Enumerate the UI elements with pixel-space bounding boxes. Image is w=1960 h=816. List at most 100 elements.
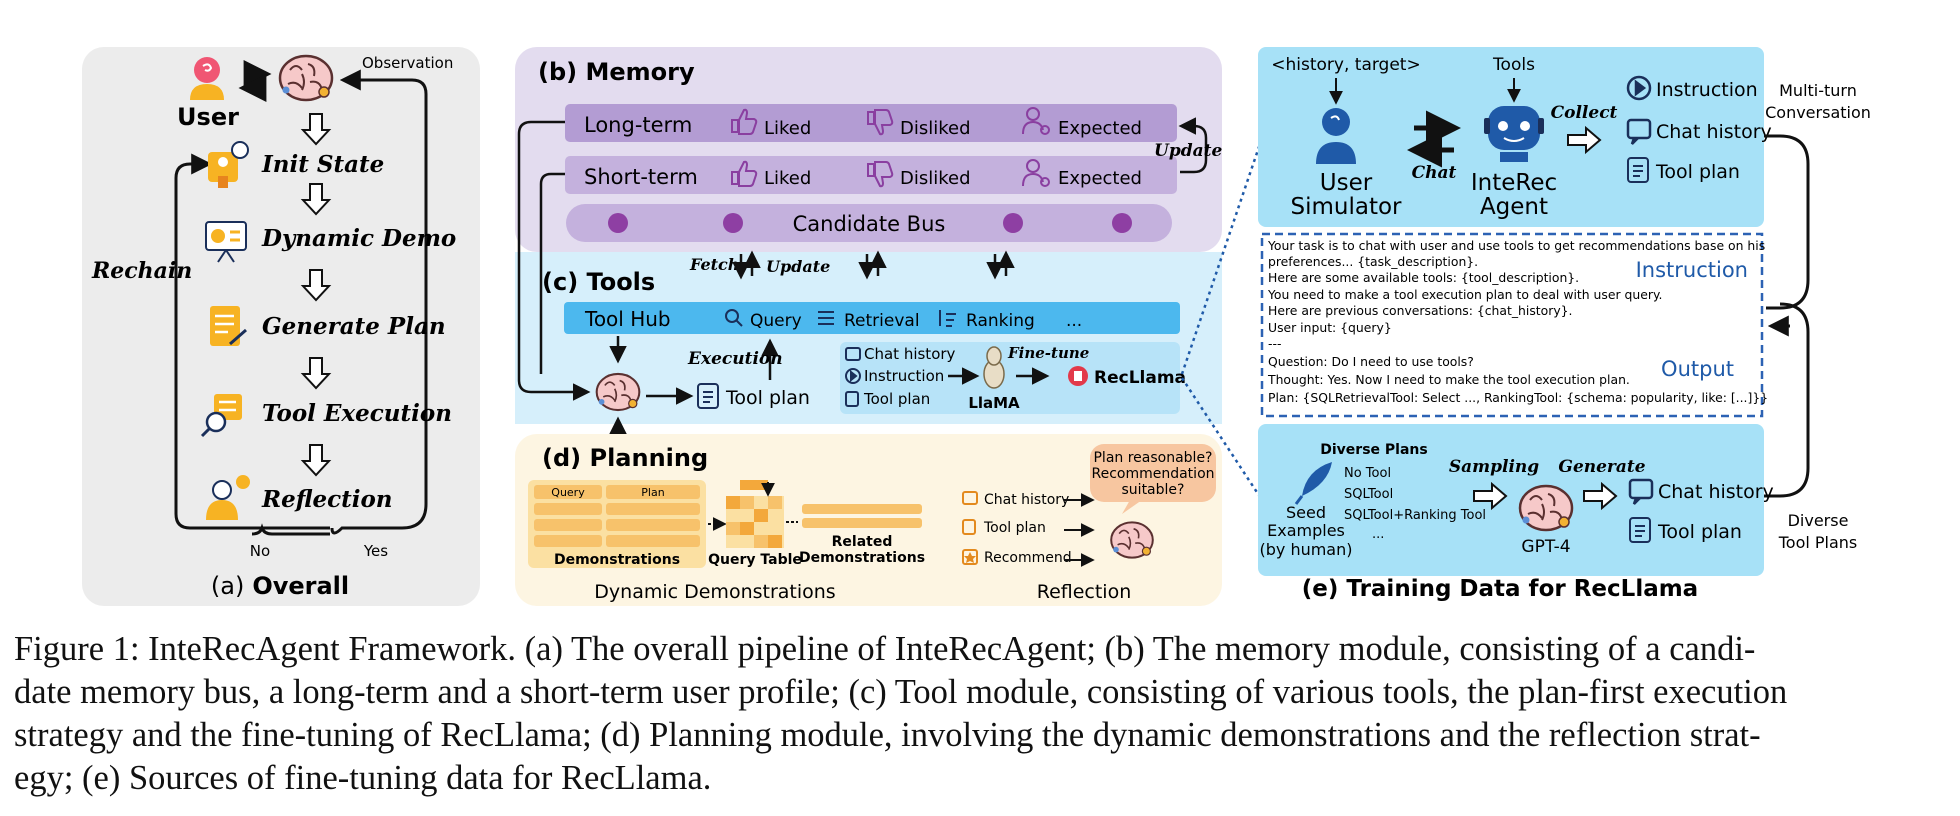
prompt-line: Here are some available tools: {tool_des… xyxy=(1268,270,1579,285)
prompt-line: Your task is to chat with user and use t… xyxy=(1267,238,1765,253)
step-dynamic-demo: Dynamic Demo xyxy=(261,225,456,252)
brain-icon xyxy=(595,372,641,412)
bus-dot xyxy=(723,213,743,233)
bubble-line-1: Plan reasonable? xyxy=(1093,450,1212,466)
prompt-line: You need to make a tool execution plan t… xyxy=(1267,287,1662,302)
related-demos xyxy=(802,504,922,528)
swap-arrows-icon xyxy=(238,60,272,102)
plan-chat-history: Chat history xyxy=(984,492,1069,508)
bus-dot xyxy=(1112,213,1132,233)
multi-turn-line-1: Multi-turn xyxy=(1779,81,1857,100)
brace-to-prompt-lower xyxy=(1764,302,1810,498)
agent-line-1: InteRec xyxy=(1471,170,1557,196)
brace-to-prompt xyxy=(1764,134,1810,310)
bus-dot xyxy=(608,213,628,233)
generate-label: Generate xyxy=(1558,457,1645,477)
reflection-label: Reflection xyxy=(1037,581,1132,603)
execution-label: Execution xyxy=(687,349,783,369)
prompt-line: Plan: {SQLRetrievalTool: Select ..., Ran… xyxy=(1268,390,1768,405)
chat-history-icon xyxy=(1626,118,1652,145)
diverse-tool-plans-1: Diverse xyxy=(1788,511,1849,530)
memory-to-brain-line xyxy=(539,172,565,374)
bus-dot xyxy=(1003,213,1023,233)
retrieval-label: Retrieval xyxy=(844,311,920,331)
recllama-box xyxy=(840,342,1180,414)
user-icon xyxy=(190,57,224,100)
caption-line: egy; (e) Sources of fine-tuning data for… xyxy=(14,759,712,797)
query-table xyxy=(726,480,784,548)
recllama-icon xyxy=(1068,366,1088,386)
branch-brace xyxy=(251,523,330,536)
query-label: Query xyxy=(750,311,802,331)
diverse-tool-plans-2: Tool Plans xyxy=(1778,533,1858,552)
agent-line-2: Agent xyxy=(1480,194,1548,220)
history-target-label: <history, target> xyxy=(1271,55,1420,75)
figure-caption: Figure 1: InteRecAgent Framework. (a) Th… xyxy=(14,628,1946,800)
init-state-icon xyxy=(208,141,249,188)
diverse-plans-title: Diverse Plans xyxy=(1320,442,1427,458)
chat-label: Chat xyxy=(1412,163,1457,183)
panel-memory: (b) Memory Long-term Liked Disliked Expe… xyxy=(515,47,1222,252)
tool-hub-bar xyxy=(564,302,1180,334)
ranking-icon xyxy=(939,310,956,327)
demo-header-query xyxy=(534,485,602,499)
yes-label: Yes xyxy=(363,542,388,560)
train-instruction: Instruction xyxy=(1656,79,1758,101)
llama-icon xyxy=(983,346,1005,389)
reflection-icon xyxy=(206,475,250,520)
plan-option: SQLTool+Ranking Tool xyxy=(1344,508,1486,523)
ranking-label: Ranking xyxy=(966,311,1035,331)
plan-option: No Tool xyxy=(1344,466,1391,481)
sampling-label: Sampling xyxy=(1449,457,1539,477)
step-reflection: Reflection xyxy=(261,486,393,513)
fine-tune-label: Fine-tune xyxy=(1007,344,1089,362)
recommend-star-icon xyxy=(962,549,978,565)
prompt-line: Thought: Yes. Now I need to make the too… xyxy=(1267,372,1630,387)
liked-label: Liked xyxy=(764,118,811,139)
gpt4-label: GPT-4 xyxy=(1521,537,1570,557)
observation-label: Observation xyxy=(362,54,453,72)
demonstrations-label: Demonstrations xyxy=(554,552,680,568)
rechain-label: Rechain xyxy=(91,258,192,284)
prompt-line: preferences... {task_description}. xyxy=(1268,254,1478,269)
update-label: Update xyxy=(1154,141,1222,161)
tools-label: Tools xyxy=(1492,55,1535,75)
instruction-icon xyxy=(845,368,861,384)
user-simulator-icon xyxy=(1316,108,1356,164)
panel-overall: User Observation Rechain No Yes xyxy=(82,47,480,606)
dynamic-demo-icon xyxy=(205,221,247,263)
plan-recommend: Recommend xyxy=(984,550,1072,566)
llama-label: LlaMA xyxy=(968,394,1020,412)
train-tool-plan: Tool plan xyxy=(1655,161,1740,183)
brain-icon xyxy=(1110,521,1154,559)
prompt-line: User input: {query} xyxy=(1268,320,1392,335)
observation-arrow xyxy=(330,69,428,535)
long-term-label: Long-term xyxy=(584,113,692,137)
training-bottom-bg xyxy=(1258,424,1764,576)
fetch-update-arrows xyxy=(732,250,1015,280)
tools-ellipsis: ... xyxy=(1066,311,1082,331)
step-tool-execution: Tool Execution xyxy=(262,400,452,427)
memory-title: (b) Memory xyxy=(538,58,695,86)
recllama-label: RecLlama xyxy=(1094,368,1186,388)
dynamic-demos-label: Dynamic Demonstrations xyxy=(594,581,835,603)
chat-history-small: Chat history xyxy=(864,345,956,363)
overall-bg xyxy=(82,47,480,606)
caption-line: strategy and the fine-tuning of RecLlama… xyxy=(14,716,1761,754)
feather-icon xyxy=(1294,462,1332,505)
out-tool-plan: Tool plan xyxy=(1657,521,1742,543)
retrieval-icon xyxy=(818,311,834,325)
tool-plan-small: Tool plan xyxy=(863,390,930,408)
bubble-line-3: suitable? xyxy=(1122,482,1185,498)
query-table-label: Query Table xyxy=(708,552,802,568)
plan-option: SQLTool xyxy=(1344,487,1393,502)
prompt-box xyxy=(1260,232,1764,418)
chat-history-orange-icon xyxy=(962,491,978,505)
panel-planning: (d) Planning Query Plan Demonstrations Q… xyxy=(515,434,1222,606)
tools-title: (c) Tools xyxy=(542,268,655,296)
update2-label: Update xyxy=(766,257,830,276)
reflection-bubble xyxy=(1090,444,1216,514)
tool-plan-small-icon xyxy=(845,391,859,407)
chat-history-icon xyxy=(845,347,861,361)
memory-to-brain-line xyxy=(517,120,591,401)
